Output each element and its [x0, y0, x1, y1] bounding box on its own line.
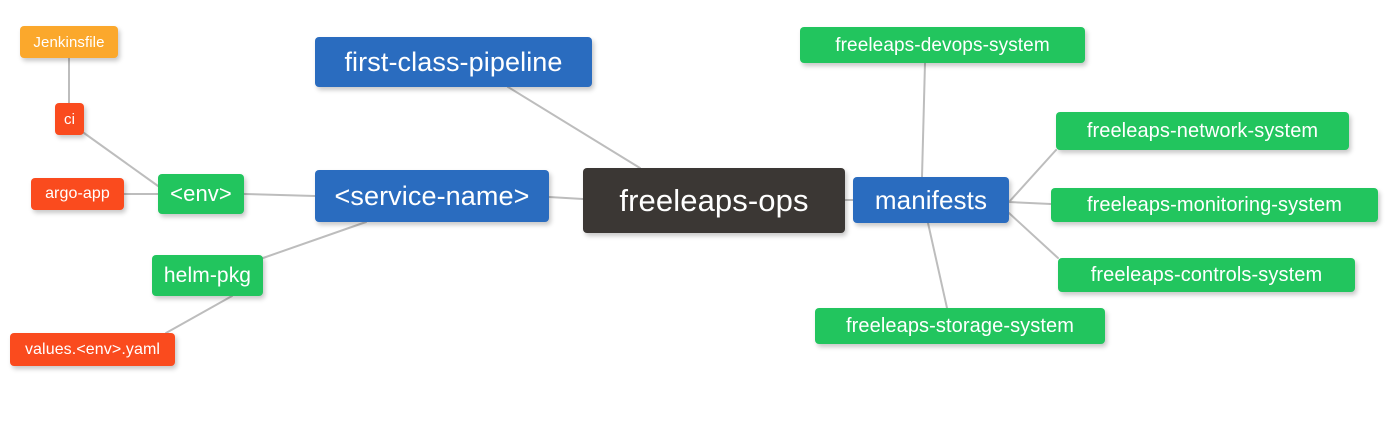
edge-storage-system-to-manifests — [927, 222, 948, 309]
node-label: manifests — [874, 185, 988, 215]
node-label: <service-name> — [334, 180, 530, 211]
edge-first-class-pipeline-to-freeleaps-ops — [507, 86, 641, 169]
edge-env-to-service-name — [243, 193, 316, 197]
node-argo-app[interactable]: argo-app — [31, 178, 124, 210]
node-devops-system[interactable]: freeleaps-devops-system — [800, 27, 1085, 63]
node-network-system[interactable]: freeleaps-network-system — [1056, 112, 1349, 150]
node-label: freeleaps-network-system — [1086, 120, 1319, 142]
edge-devops-system-to-manifests — [921, 62, 926, 178]
edge-values-env-yaml-to-helm-pkg — [165, 295, 233, 334]
node-manifests[interactable]: manifests — [853, 177, 1009, 223]
edge-network-system-to-manifests — [1008, 149, 1057, 203]
node-label: freeleaps-monitoring-system — [1086, 194, 1342, 216]
node-label: <env> — [170, 181, 232, 206]
node-controls-system[interactable]: freeleaps-controls-system — [1058, 258, 1355, 292]
node-first-class-pipeline[interactable]: first-class-pipeline — [315, 37, 592, 87]
node-service-name[interactable]: <service-name> — [315, 170, 549, 222]
node-env[interactable]: <env> — [158, 174, 244, 214]
node-ci[interactable]: ci — [55, 103, 84, 135]
node-values-env-yaml[interactable]: values.<env>.yaml — [10, 333, 175, 366]
node-label: values.<env>.yaml — [24, 340, 161, 358]
node-label: ci — [63, 110, 76, 128]
node-monitoring-system[interactable]: freeleaps-monitoring-system — [1051, 188, 1378, 222]
node-label: freeleaps-devops-system — [835, 34, 1050, 56]
node-label: freeleaps-ops — [619, 183, 809, 218]
node-freeleaps-ops[interactable]: freeleaps-ops — [583, 168, 845, 233]
node-label: helm-pkg — [163, 264, 252, 287]
node-label: freeleaps-controls-system — [1090, 264, 1323, 286]
edge-monitoring-system-to-manifests — [1008, 201, 1052, 205]
node-label: Jenkinsfile — [33, 33, 105, 51]
node-label: argo-app — [45, 185, 110, 202]
edge-helm-pkg-to-service-name — [262, 221, 367, 259]
node-jenkinsfile[interactable]: Jenkinsfile — [20, 26, 118, 58]
node-storage-system[interactable]: freeleaps-storage-system — [815, 308, 1105, 344]
node-label: first-class-pipeline — [344, 46, 563, 77]
node-helm-pkg[interactable]: helm-pkg — [152, 255, 263, 296]
node-label: freeleaps-storage-system — [845, 315, 1075, 337]
edge-service-name-to-freeleaps-ops — [548, 196, 584, 200]
